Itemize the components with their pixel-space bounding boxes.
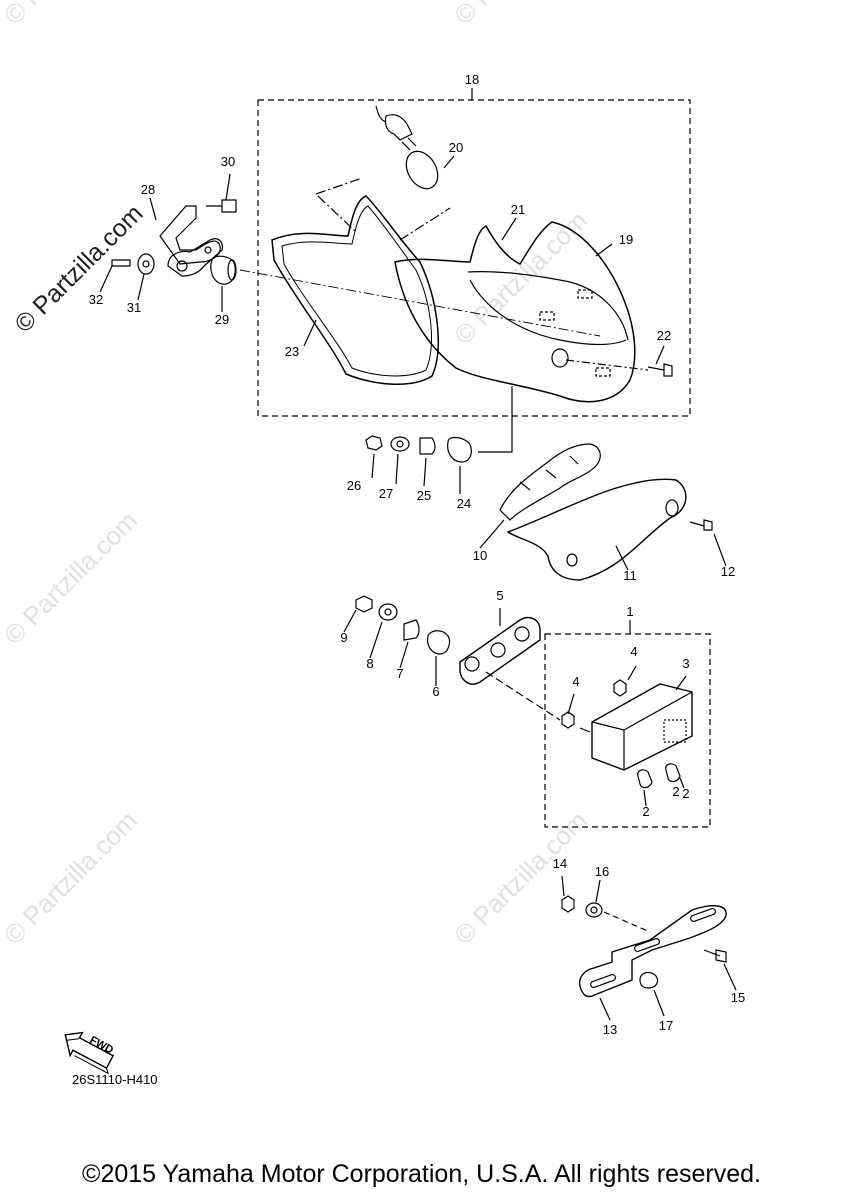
callout-label: 15 [731, 990, 745, 1005]
assembly-box-18 [257, 99, 691, 417]
part-25-collar [419, 437, 436, 455]
callout-label: 17 [659, 1018, 673, 1033]
callout-label: 2 [642, 804, 649, 819]
callout-label: 4 [572, 674, 579, 689]
part-7-collar [403, 619, 420, 641]
part-27-washer [390, 436, 410, 452]
part-12-screw [689, 519, 713, 531]
callout-label: 18 [465, 72, 479, 87]
part-28-plate [167, 238, 223, 277]
callout-label: 7 [396, 666, 403, 681]
part-32-bolt [111, 259, 131, 267]
part-14-nut [561, 895, 575, 913]
part-15-bolt [703, 949, 727, 963]
callout-label: 6 [432, 684, 439, 699]
fwd-label: FWD [88, 1034, 116, 1056]
part-11-cover [506, 478, 687, 581]
part-26-nut [365, 435, 383, 451]
callout-label: 23 [285, 344, 299, 359]
part-2-bulb [637, 769, 653, 789]
callout-label: 8 [366, 656, 373, 671]
part-9-nut [355, 595, 373, 613]
callout-label: 20 [449, 140, 463, 155]
part-29-grommet [210, 255, 236, 285]
part-13-bracket [578, 905, 727, 998]
callout-label: 5 [496, 588, 503, 603]
assembly-box-1 [544, 633, 711, 828]
part-3-license-light [591, 683, 693, 771]
part-6-grommet [427, 630, 451, 655]
part-2-bulb [665, 763, 681, 783]
part-30-bolt [206, 199, 237, 213]
callout-label: 26 [347, 478, 361, 493]
callout-label: 10 [473, 548, 487, 563]
part-20-bulb-socket [384, 114, 413, 141]
drawing-code: 26S1110-H410 [72, 1072, 158, 1087]
part-31-washer [137, 253, 155, 275]
callout-label: 24 [457, 496, 471, 511]
callout-label: 25 [417, 488, 431, 503]
callout-label: 12 [721, 564, 735, 579]
part-24-grommet [447, 436, 472, 463]
callout-label: 13 [603, 1022, 617, 1037]
part-4-nut [613, 679, 627, 697]
callout-label: 31 [127, 300, 141, 315]
part-5-gasket [459, 616, 541, 685]
callout-label: 30 [221, 154, 235, 169]
callout-label: 32 [89, 292, 103, 307]
part-8-washer [378, 603, 398, 621]
callout-label: 16 [595, 864, 609, 879]
part-17-grommet [639, 971, 659, 989]
part-4-nut [561, 711, 575, 729]
callout-label: 19 [619, 232, 633, 247]
fwd-arrow-icon [64, 1031, 115, 1075]
part-28-bracket [159, 205, 221, 265]
callout-label: 2 [672, 784, 679, 799]
copyright-footer: ©2015 Yamaha Motor Corporation, U.S.A. A… [82, 1160, 761, 1188]
part-16-washer [585, 902, 603, 918]
callout-label: 14 [553, 856, 567, 871]
callout-label: 2 [682, 786, 689, 801]
callout-label: 22 [657, 328, 671, 343]
callout-label: 28 [141, 182, 155, 197]
part-23-lens [271, 195, 439, 385]
part-21-housing [394, 221, 636, 403]
callout-label: 3 [682, 656, 689, 671]
callout-label: 27 [379, 486, 393, 501]
callout-label: 1 [626, 604, 633, 619]
part-10-bracket [499, 443, 601, 521]
callout-label: 4 [630, 644, 637, 659]
callout-label: 29 [215, 312, 229, 327]
callout-label: 21 [511, 202, 525, 217]
callout-label: 11 [623, 568, 637, 583]
part-22-screw [647, 363, 673, 377]
callout-label: 9 [340, 630, 347, 645]
